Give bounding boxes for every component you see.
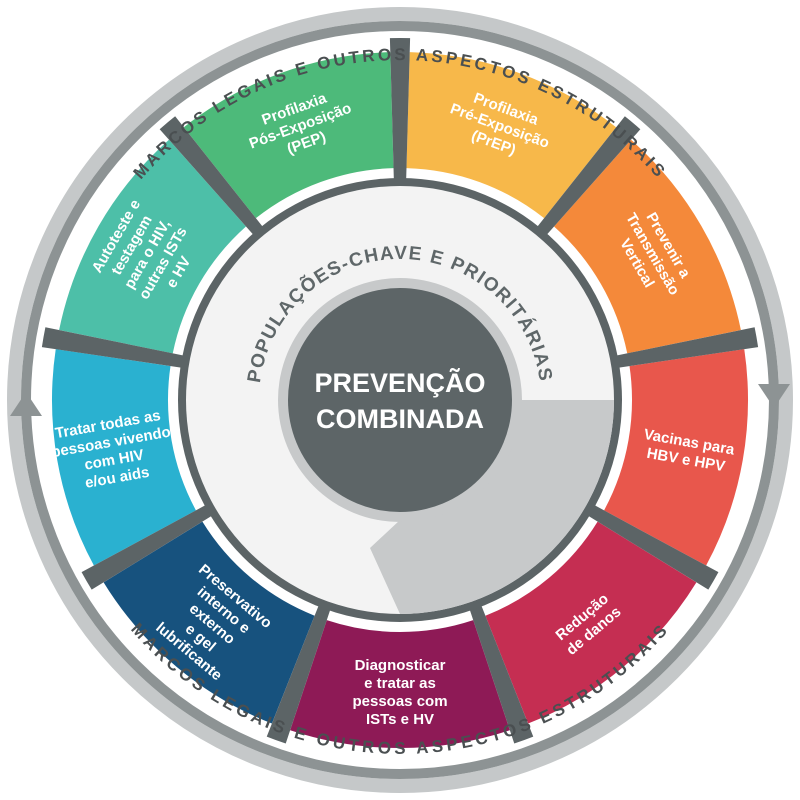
segment-label-line: pessoas com — [352, 693, 447, 710]
segment-divider — [535, 116, 641, 237]
segment-divider — [159, 116, 265, 237]
inner-ring-arrow — [370, 400, 614, 614]
center-title-line1: PREVENÇÃO — [314, 367, 485, 398]
outer-ring-band — [7, 7, 793, 793]
segment-prep — [406, 52, 617, 219]
segment-label-line: e tratar as — [364, 675, 436, 692]
segment-divider — [41, 327, 187, 369]
center-circle — [288, 288, 512, 512]
center-title-line2: COMBINADA — [316, 404, 484, 434]
segments — [41, 38, 759, 748]
segment-tratar-todas — [52, 349, 196, 566]
segment-divider — [585, 503, 719, 590]
arrow-left-icon — [10, 392, 42, 416]
segment-transmissao-vertical — [554, 139, 741, 354]
segment-label-line: Diagnosticar — [355, 657, 446, 674]
segment-reducao-danos — [485, 521, 697, 724]
arrow-right-icon — [758, 384, 790, 408]
segment-divider — [613, 327, 759, 369]
segment-pep — [183, 52, 394, 219]
segment-vacinas — [604, 349, 748, 566]
segment-preservativo — [103, 521, 315, 724]
segment-divider — [389, 38, 411, 183]
segment-autoteste — [59, 139, 246, 354]
segment-divider — [468, 602, 534, 744]
segment-label-line: ISTs e HV — [366, 711, 434, 728]
segment-divider — [81, 503, 215, 590]
segment-diagnosticar — [290, 620, 510, 748]
segment-divider — [266, 602, 332, 744]
